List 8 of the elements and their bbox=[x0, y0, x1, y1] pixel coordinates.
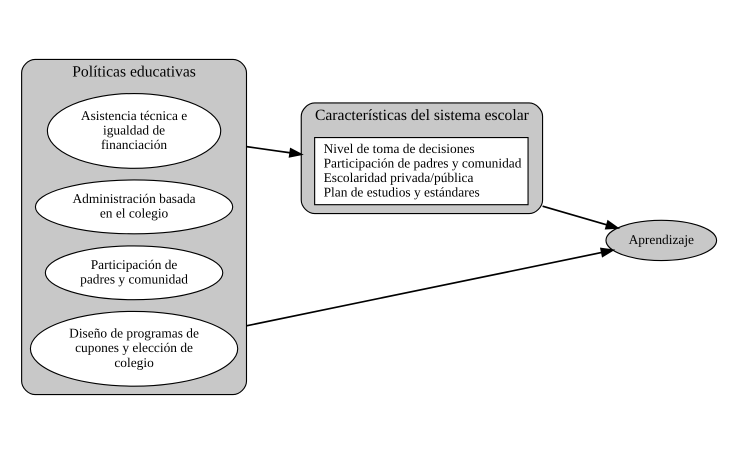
arrow bbox=[542, 204, 620, 230]
node-ellipse: Diseño de programas de cupones y elección de colegio bbox=[30, 310, 238, 386]
node-ellipse: Administración basada en el colegio bbox=[34, 178, 234, 234]
arrow bbox=[246, 145, 304, 158]
node-ellipse: Asistencia técnica e igualdad de financiación bbox=[46, 92, 222, 168]
node-ellipse: Participación de padres y comunidad bbox=[44, 244, 224, 300]
arrow bbox=[246, 247, 616, 326]
node-box: Nivel de toma de decisiones Participación de padres y comunidad Escolaridad privada/pública Plan de estudios y estándares bbox=[314, 136, 529, 205]
